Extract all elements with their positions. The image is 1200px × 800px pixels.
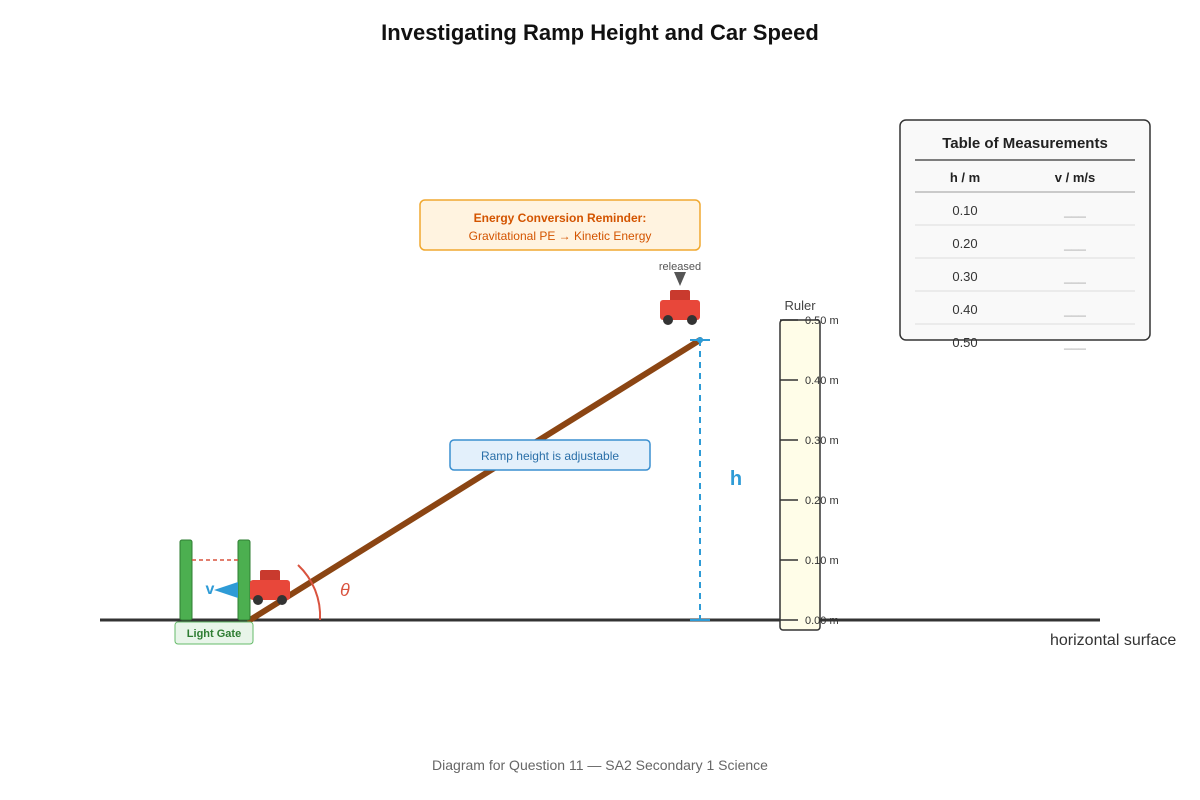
table-cell-speed-blank: ___ — [1063, 335, 1086, 350]
light-gate-label-box — [174, 621, 254, 645]
ruler-tick-label: 0.50 m — [805, 315, 839, 327]
ruler-ticks: 0.00 m 0.10 m 0.20 m 0.30 m 0.40 m 0.50 m — [780, 315, 839, 627]
measurement-table-title: Table of Measurements — [942, 135, 1108, 152]
light-gate-label: Light Gate — [187, 628, 241, 640]
angle-arc — [297, 564, 322, 621]
light-gate-left-post — [179, 539, 193, 621]
released-label: released — [659, 261, 701, 273]
ruler-label: Ruler — [784, 298, 816, 313]
velocity-arrow-icon — [214, 582, 238, 598]
surface-label: horizontal surface — [1050, 632, 1176, 649]
released-car-icon — [660, 290, 700, 325]
ruler-tick-label: 0.10 m — [805, 555, 839, 567]
table-cell-height: 0.40 — [952, 302, 977, 317]
table-header-speed: v / m/s — [1055, 170, 1095, 185]
ramp-note-text: Ramp height is adjustable — [481, 449, 619, 463]
table-cell-height: 0.20 — [952, 236, 977, 251]
moving-car-icon — [250, 570, 290, 605]
energy-reminder-box — [419, 199, 701, 251]
height-label: h — [730, 468, 742, 490]
energy-reminder-heading: Energy Conversion Reminder: — [474, 211, 647, 225]
table-cell-height: 0.30 — [952, 269, 977, 284]
ramp-note-box — [449, 439, 651, 471]
table-cell-speed-blank: ___ — [1063, 269, 1086, 284]
ramp-top-point — [697, 337, 703, 343]
ruler-body — [779, 319, 821, 631]
table-cell-speed-blank: ___ — [1063, 302, 1086, 317]
table-cell-speed-blank: ___ — [1063, 203, 1086, 218]
light-gate-right-post — [237, 539, 251, 621]
ruler-tick-label: 0.30 m — [805, 435, 839, 447]
ramp — [247, 337, 703, 623]
energy-reminder-text: Gravitational PE → Kinetic Energy — [469, 229, 652, 243]
velocity-label: v — [206, 581, 215, 598]
ruler-tick-label: 0.20 m — [805, 495, 839, 507]
diagram-footer: Diagram for Question 11 — SA2 Secondary … — [432, 757, 768, 773]
table-cell-height: 0.50 — [952, 335, 977, 350]
angle-label: θ — [340, 580, 350, 600]
diagram-title: Investigating Ramp Height and Car Speed — [381, 20, 819, 45]
ruler-tick-label: 0.00 m — [805, 615, 839, 627]
ruler-tick-label: 0.40 m — [805, 375, 839, 387]
table-cell-height: 0.10 — [952, 203, 977, 218]
table-header-height: h / m — [950, 170, 980, 185]
measurement-table-rows: 0.10 ___ 0.20 ___ 0.30 ___ 0.40 ___ 0.50 ___ — [915, 203, 1135, 350]
table-cell-speed-blank: ___ — [1063, 236, 1086, 251]
measurement-table-box — [899, 119, 1151, 341]
released-arrow-icon — [674, 272, 686, 286]
